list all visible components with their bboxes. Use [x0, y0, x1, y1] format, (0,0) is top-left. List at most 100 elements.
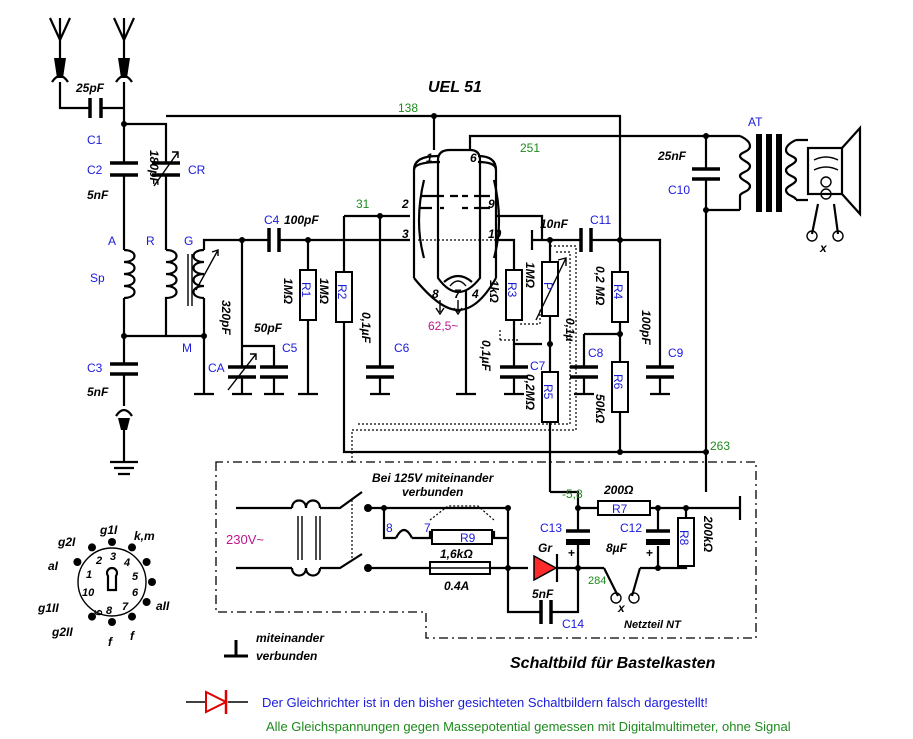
pin-1: 1: [426, 151, 433, 165]
base-aI: aI: [48, 559, 59, 573]
note-125v-line2: verbunden: [402, 485, 463, 499]
r5-label: R5: [541, 384, 555, 400]
c2-value: 5nF: [87, 188, 109, 202]
at-label: AT: [748, 115, 763, 129]
r5-value: 0,2MΩ: [523, 374, 537, 411]
c9-value: 100pF: [639, 310, 653, 345]
base-pin-dots: [73, 538, 156, 626]
c13-label: C13: [540, 521, 562, 535]
subtitle: Schaltbild für Bastelkasten: [510, 655, 716, 672]
speaker-x: x: [819, 241, 828, 255]
c2-label: C2: [87, 163, 103, 177]
r3-value: 1kΩ: [487, 280, 501, 303]
r3-label: R3: [505, 282, 519, 298]
note-junction-line2: verbunden: [256, 649, 317, 663]
base-aII: aII: [156, 599, 170, 613]
antenna-left-icon: [48, 17, 72, 83]
output-transformer-icon: [738, 134, 808, 212]
ca-value: 320pF: [219, 300, 233, 335]
c10-label: C10: [668, 183, 690, 197]
c14-value: 5nF: [532, 587, 554, 601]
rectifier-diode-icon: [533, 554, 559, 582]
c4-label: C4: [264, 213, 280, 227]
base-pin-dot: [128, 612, 136, 621]
base-n3: 3: [110, 551, 116, 563]
pin-3: 3: [402, 227, 409, 241]
c10-value: 25nF: [657, 149, 687, 163]
base-pin-dot: [108, 538, 116, 546]
r1-value: 1MΩ: [281, 278, 295, 305]
netzteil-label: Netzteil NT: [624, 619, 682, 631]
a-label: A: [108, 234, 116, 248]
junction-symbol-icon: [224, 640, 248, 658]
base-pin-dot: [108, 618, 116, 626]
legend-voltage-text: Alle Gleichspannungen gegen Massepotenti…: [266, 719, 791, 734]
pin-7: 7: [454, 287, 462, 301]
diode-label: Gr: [538, 541, 553, 555]
r4-value: 0,2 MΩ: [593, 266, 607, 306]
voltage-58: -5,8: [562, 487, 583, 501]
base-n10: 10: [82, 587, 95, 599]
tube-base-icon: [77, 547, 147, 617]
heater-8: 8: [386, 521, 393, 535]
r6-value: 50kΩ: [593, 394, 607, 424]
c5-label: C5: [282, 341, 298, 355]
r8-value: 200kΩ: [701, 515, 715, 553]
r2-value: 1MΩ: [317, 278, 331, 305]
coil-g: [192, 248, 205, 300]
r-label: R: [146, 234, 155, 248]
base-n9: 9: [91, 608, 104, 617]
c12-label: C12: [620, 521, 642, 535]
note-junction-line1: miteinander: [256, 631, 325, 645]
voltage-251: 251: [520, 141, 540, 155]
pin-4: 4: [471, 287, 479, 301]
fuse-value: 0.4A: [444, 579, 469, 593]
heater-7: 7: [424, 521, 431, 535]
base-g2I: g2I: [57, 535, 76, 549]
pin-2: 2: [401, 197, 409, 211]
c5-value: 50pF: [254, 321, 283, 335]
coil-sp: [123, 248, 136, 300]
voltage-31: 31: [356, 197, 370, 211]
m-label: M: [182, 341, 192, 355]
voltage-230: 230V~: [226, 532, 264, 547]
ca-label: CA: [208, 361, 225, 375]
base-n6: 6: [132, 587, 139, 599]
supply-x: x: [617, 601, 626, 615]
voltage-263: 263: [710, 439, 730, 453]
base-pin-dot: [88, 543, 96, 552]
legend-diode-icon: [186, 690, 248, 714]
legend-diode-text: Der Gleichrichter ist in den bisher gesi…: [262, 695, 708, 710]
c13-plus: +: [568, 546, 575, 560]
base-g1I: g1I: [99, 523, 118, 537]
c8-value: 0,1µ: [563, 318, 577, 342]
pin-10: 10: [488, 227, 502, 241]
c14-label: C14: [562, 617, 584, 631]
base-g2II: g2II: [51, 625, 73, 639]
r9-label: R9: [460, 531, 476, 545]
sp-label: Sp: [90, 271, 105, 285]
c9-label: C9: [668, 346, 684, 360]
voltage-284: 284: [588, 575, 606, 587]
cr-value: 180pF: [147, 150, 161, 185]
base-pin-dot: [142, 558, 151, 566]
speaker-icon: [806, 125, 862, 242]
base-g1II: g1II: [37, 601, 59, 615]
c12-c13-value: 8µF: [606, 541, 628, 555]
pin-8: 8: [432, 287, 439, 301]
c1-label: C1: [87, 133, 103, 147]
c3-label: C3: [87, 361, 103, 375]
c6-value: 0,1µF: [359, 312, 373, 344]
p-value: 1MΩ: [523, 262, 537, 289]
base-pin-dot: [142, 598, 151, 606]
ground-antenna-icon: [110, 408, 138, 476]
base-f2: f: [130, 629, 135, 643]
base-f1: f: [108, 635, 113, 649]
base-n8: 8: [106, 605, 113, 617]
r7-value: 200Ω: [603, 483, 634, 497]
base-n1: 1: [86, 569, 92, 581]
c11-value: 10nF: [540, 217, 569, 231]
r7-label: R7: [612, 502, 628, 516]
base-km: k,m: [134, 529, 155, 543]
